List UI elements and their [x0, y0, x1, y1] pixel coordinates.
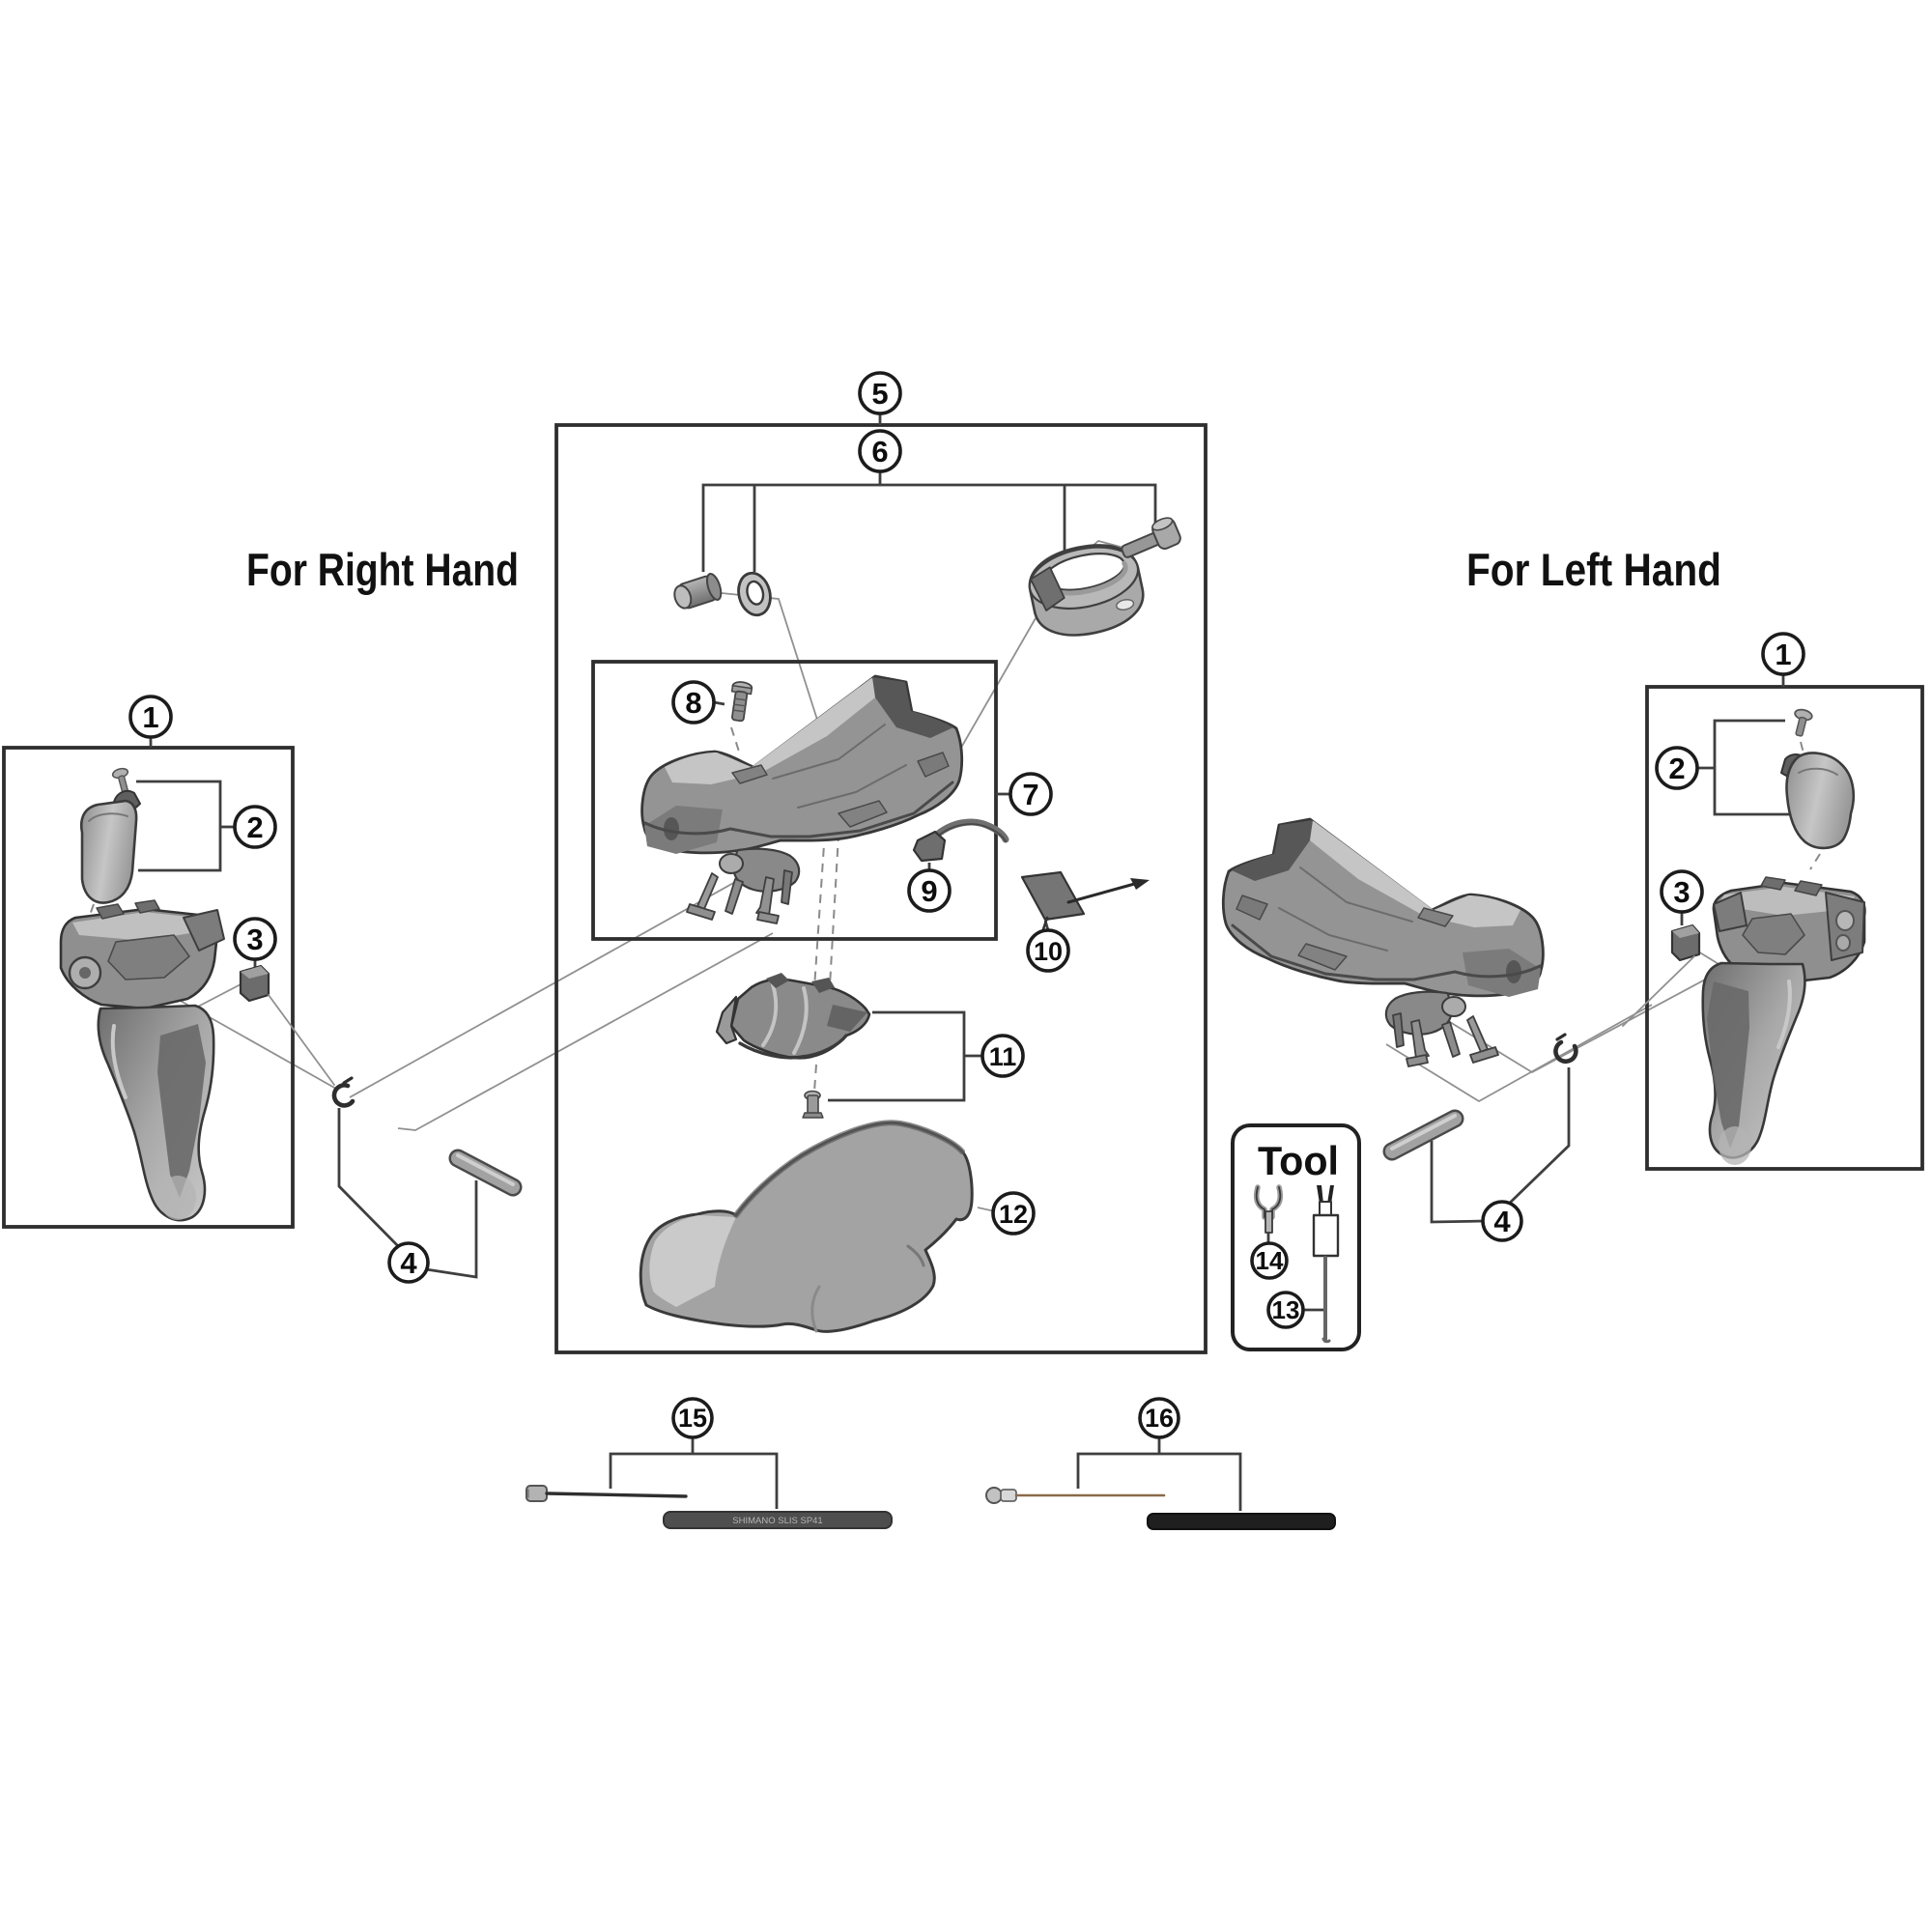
- svg-text:For Left Hand: For Left Hand: [1466, 544, 1721, 595]
- svg-text:2: 2: [246, 810, 263, 844]
- svg-text:Tool: Tool: [1258, 1138, 1339, 1183]
- svg-text:10: 10: [1034, 937, 1063, 966]
- svg-text:3: 3: [1673, 875, 1690, 909]
- svg-text:3: 3: [246, 923, 263, 956]
- svg-text:2: 2: [1668, 752, 1685, 785]
- svg-text:14: 14: [1256, 1246, 1284, 1275]
- svg-text:SHIMANO SLIS SP41: SHIMANO SLIS SP41: [732, 1516, 822, 1526]
- svg-text:1: 1: [1775, 638, 1791, 671]
- svg-text:13: 13: [1272, 1295, 1300, 1324]
- svg-text:6: 6: [871, 435, 888, 469]
- svg-text:11: 11: [989, 1042, 1017, 1071]
- svg-text:9: 9: [921, 874, 937, 908]
- svg-text:1: 1: [142, 700, 158, 734]
- svg-text:For Right Hand: For Right Hand: [246, 544, 519, 595]
- svg-text:15: 15: [678, 1404, 707, 1433]
- svg-text:16: 16: [1145, 1404, 1174, 1433]
- svg-text:8: 8: [685, 686, 701, 720]
- svg-text:4: 4: [400, 1246, 417, 1280]
- svg-text:4: 4: [1493, 1205, 1511, 1238]
- svg-text:12: 12: [999, 1200, 1028, 1229]
- svg-text:5: 5: [871, 377, 888, 411]
- svg-text:7: 7: [1022, 778, 1038, 811]
